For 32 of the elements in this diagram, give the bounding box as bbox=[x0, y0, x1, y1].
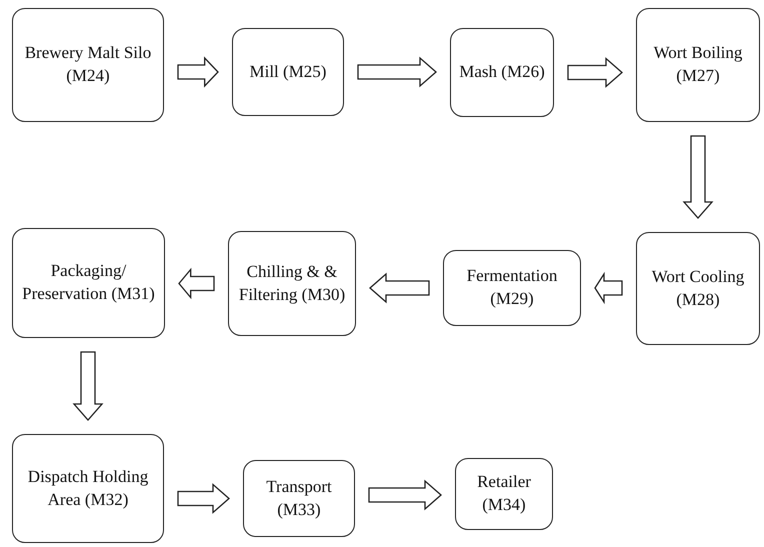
process-box bbox=[636, 8, 760, 122]
block-arrow bbox=[357, 56, 437, 88]
block-arrow bbox=[177, 56, 219, 88]
process-box bbox=[12, 8, 164, 122]
process-box bbox=[636, 232, 760, 345]
step-label: Fermentation (M29) bbox=[466, 265, 558, 310]
step-label: Mash (M26) bbox=[459, 61, 545, 84]
block-arrow bbox=[369, 272, 430, 304]
process-box bbox=[243, 460, 355, 537]
step-label: Wort Boiling (M27) bbox=[652, 42, 744, 87]
process-box bbox=[443, 250, 581, 326]
step-label: Chilling & & Filtering (M30) bbox=[238, 260, 346, 306]
block-arrow bbox=[178, 268, 215, 300]
process-box bbox=[228, 231, 356, 336]
block-arrow bbox=[567, 57, 623, 88]
step-label: Retailer (M34) bbox=[476, 471, 532, 516]
step-label: Dispatch Holding Area (M32) bbox=[26, 466, 150, 510]
step-label: Packaging/ Preservation (M31) bbox=[21, 260, 156, 305]
block-arrow bbox=[177, 483, 230, 514]
process-box bbox=[12, 434, 164, 543]
block-arrow bbox=[72, 351, 104, 421]
step-label: Wort Cooling (M28) bbox=[650, 266, 746, 310]
block-arrow bbox=[594, 272, 623, 304]
process-box bbox=[450, 28, 554, 117]
step-label: Transport (M33) bbox=[265, 476, 333, 520]
step-label: Mill (M25) bbox=[250, 60, 326, 83]
process-box bbox=[455, 458, 553, 530]
step-label: Brewery Malt Silo (M24) bbox=[24, 42, 152, 87]
block-arrow bbox=[368, 480, 442, 510]
block-arrow bbox=[682, 135, 714, 219]
process-box bbox=[12, 228, 165, 338]
process-box bbox=[232, 28, 344, 116]
